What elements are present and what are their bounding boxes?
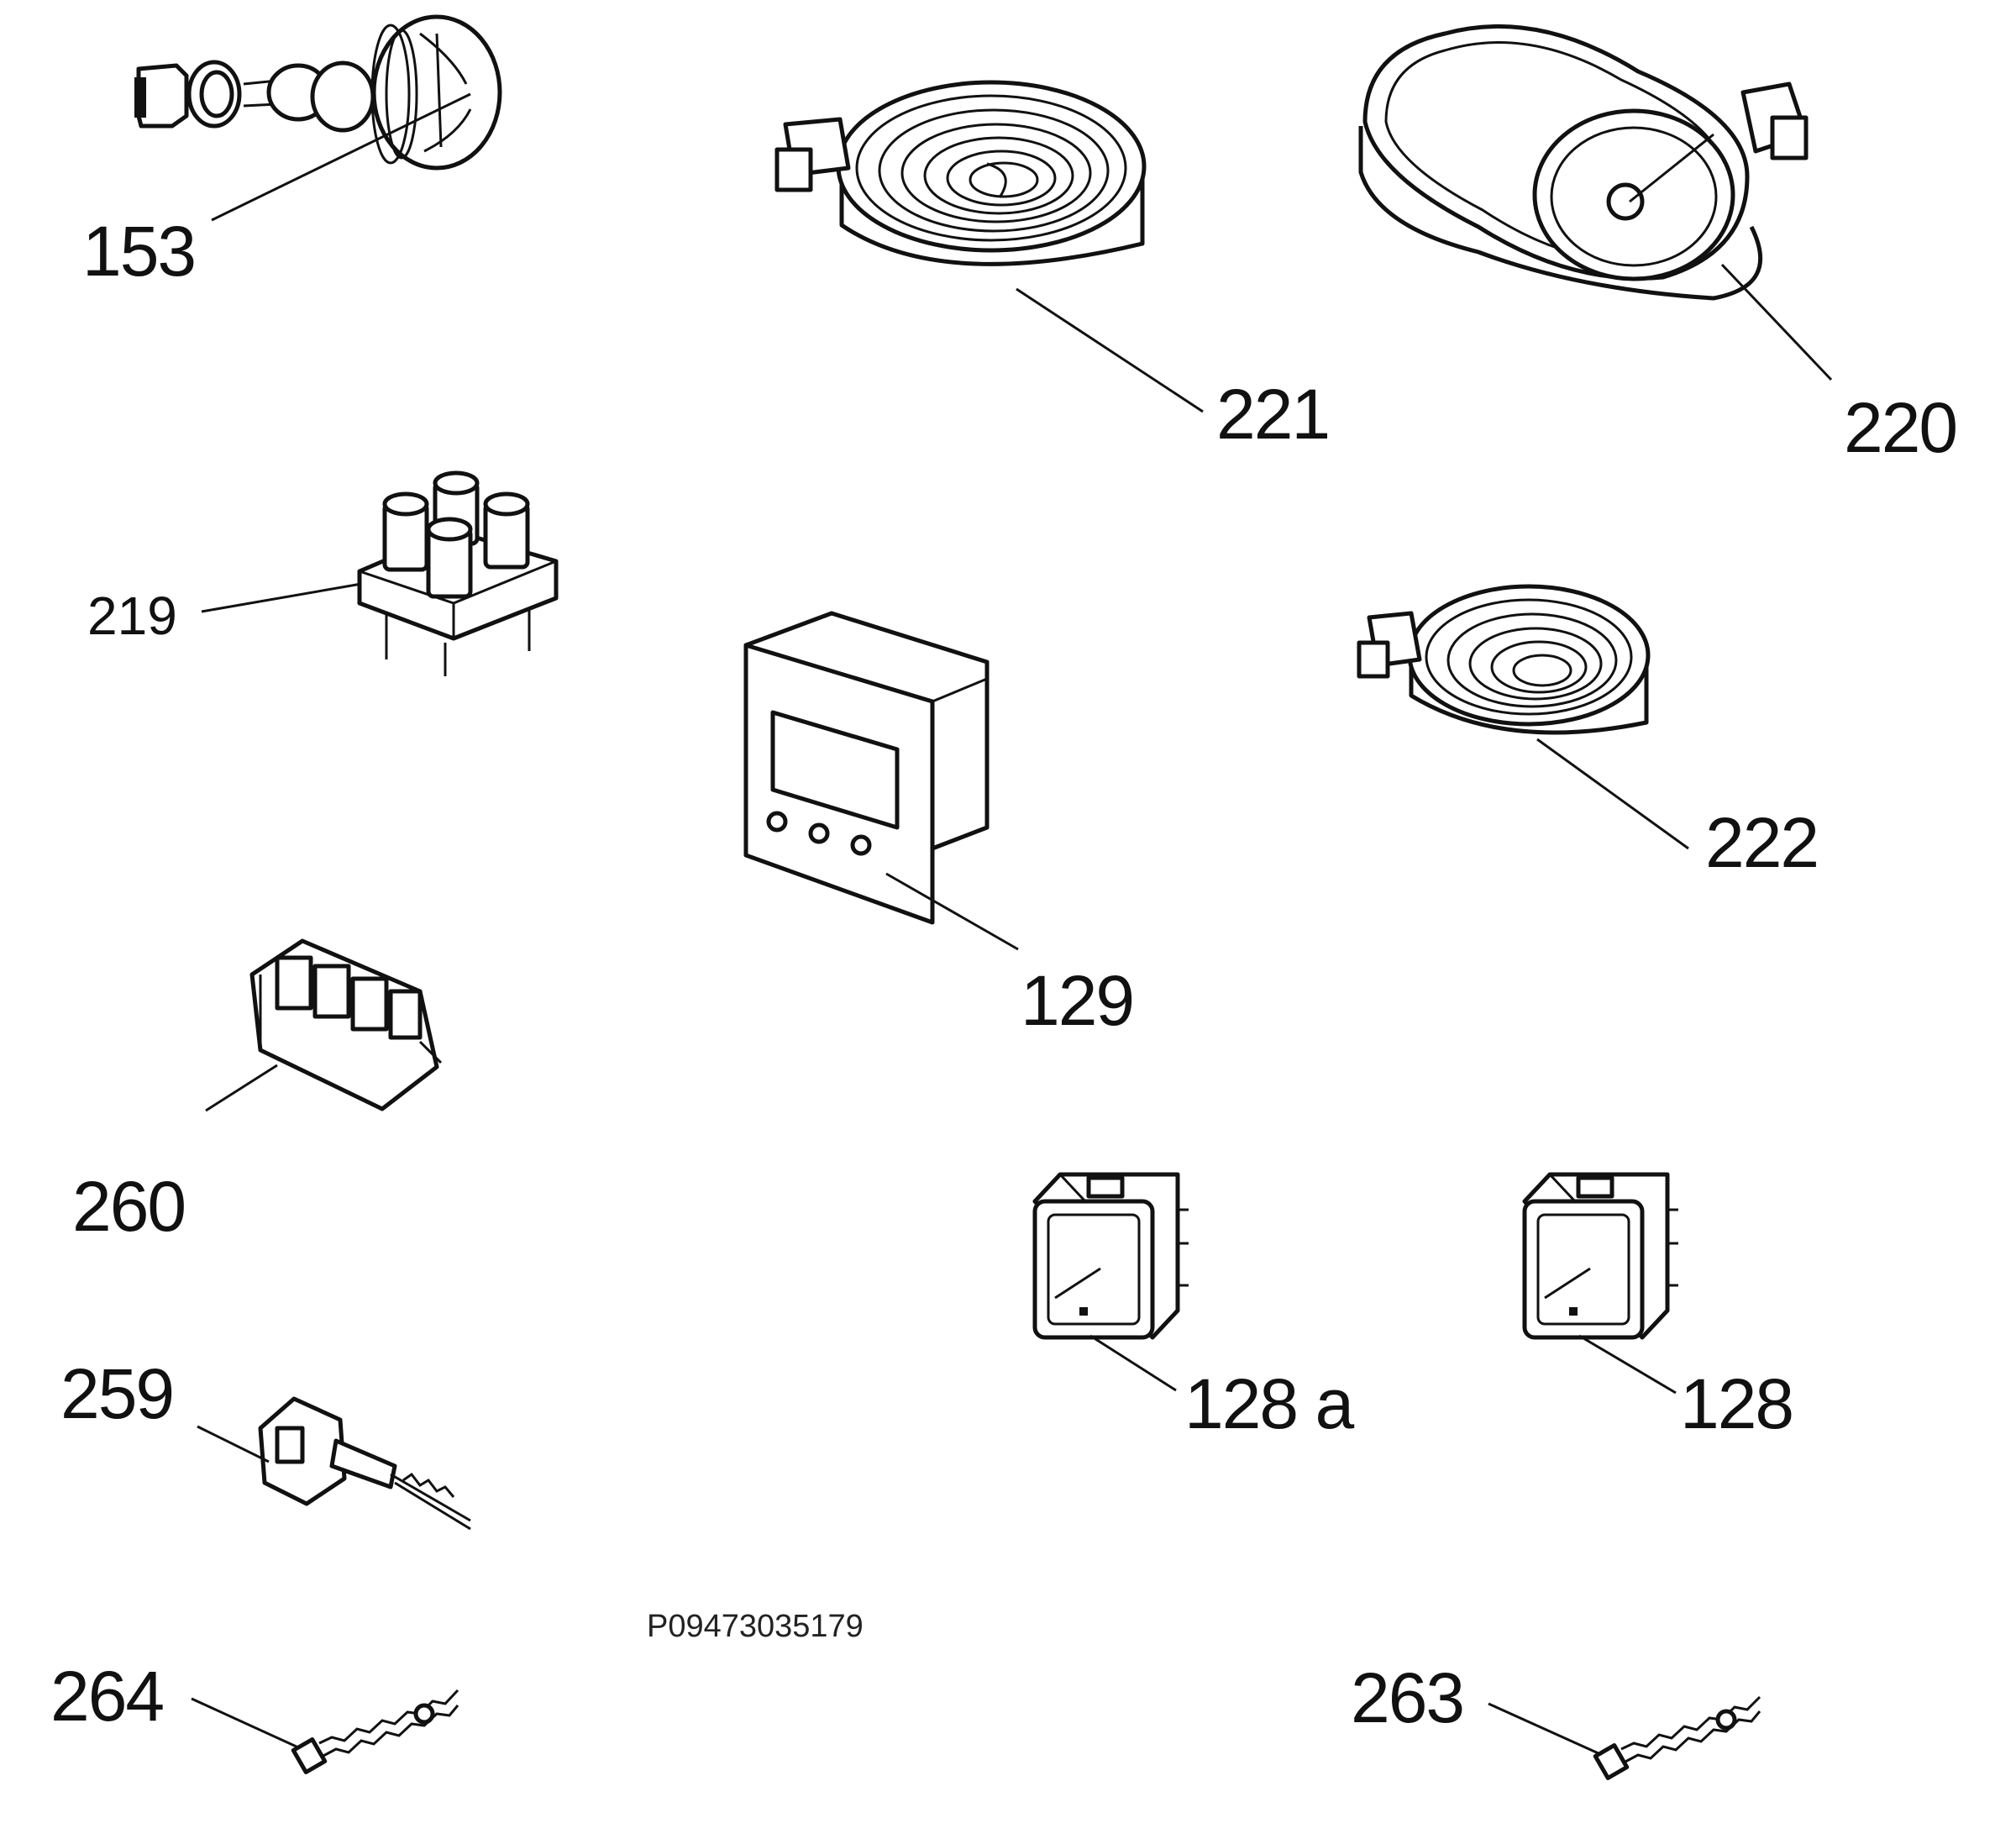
callout-220: 220 [1844,388,1956,467]
drawing-code: P09473035179 [647,1609,864,1644]
part-222-heating-element: 222 [1357,584,1819,882]
sensor-probe-icon [1593,1695,1761,1780]
part-129-timer: 129 [743,611,1135,1040]
leader-128a [1089,1334,1177,1392]
leader-260 [205,1064,278,1112]
leader-153 [211,92,471,222]
leader-129 [885,872,1019,951]
callout-219: 219 [87,586,177,646]
callout-129: 129 [1021,961,1133,1040]
part-128-regulator: 128 [1522,1172,1794,1443]
radiant-heating-element-small-icon [1357,584,1651,735]
radiant-heating-element-icon [774,80,1147,266]
callout-128: 128 [1680,1364,1793,1443]
push-button-switch-block-icon [357,470,559,676]
thermostat-icon [258,1396,471,1531]
leader-220 [1720,263,1833,381]
callout-259: 259 [60,1354,173,1433]
callout-260: 260 [72,1167,185,1246]
part-128a-regulator: 128 a [1032,1172,1356,1443]
leader-221 [1016,287,1204,413]
leader-128 [1578,1334,1677,1395]
sensor-probe-icon [291,1689,459,1774]
part-259-thermostat: 259 [60,1354,471,1531]
rotary-selector-switch-icon [249,938,443,1111]
part-260-selector-switch: 260 [72,938,443,1246]
callout-153: 153 [82,212,195,291]
part-264-sensor: 264 [50,1657,459,1774]
leader-259 [197,1425,270,1463]
energy-regulator-icon [1522,1172,1678,1340]
leader-264 [191,1697,299,1749]
leader-222 [1536,738,1689,850]
part-221-heating-element: 221 [774,80,1331,454]
energy-regulator-icon [1032,1172,1189,1340]
lamp-holder-bulb-cover-icon [134,14,502,171]
callout-264: 264 [50,1657,163,1736]
part-219-switch-block: 219 [87,470,559,676]
callout-128a: 128 a [1184,1364,1354,1443]
callout-221: 221 [1216,375,1329,454]
part-263-sensor: 263 [1351,1658,1761,1780]
leader-219 [201,582,362,613]
part-153-lamp-assembly: 153 [82,14,502,291]
leader-263 [1488,1702,1601,1756]
callout-263: 263 [1351,1658,1463,1737]
electronic-timer-clock-icon [743,611,990,925]
part-220-oval-element: 220 [1358,24,1958,467]
callout-222: 222 [1705,803,1818,882]
oval-dual-heating-element-icon [1358,24,1809,301]
